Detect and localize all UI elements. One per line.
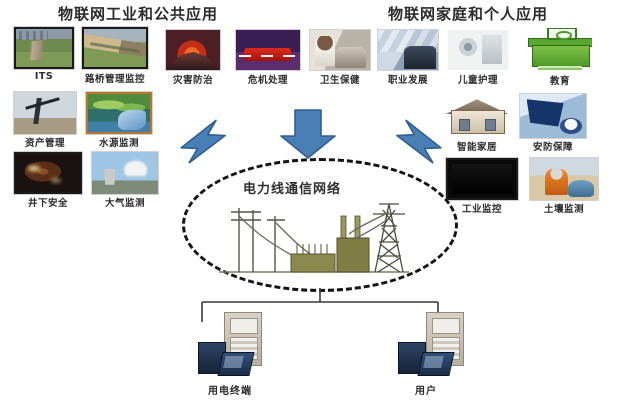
tile-child-care-label: 儿童护理 bbox=[457, 75, 499, 86]
tile-soil-monitor-label: 土壤监测 bbox=[543, 204, 585, 215]
node-power-terminal-label: 用电终端 bbox=[208, 386, 252, 397]
tile-security-protection-label: 安防保障 bbox=[532, 142, 574, 153]
tile-air-quality-monitor-image bbox=[92, 152, 158, 194]
tile-career-development[interactable]: 职业发展 bbox=[378, 30, 438, 86]
tile-crisis-management-image bbox=[236, 30, 300, 70]
node-user[interactable]: 用户 bbox=[384, 312, 480, 397]
tile-industrial-monitor-label: 工业监控 bbox=[461, 204, 503, 215]
tile-smart-home[interactable]: 智能家居 bbox=[444, 94, 510, 153]
arrow-center-into-network-icon bbox=[280, 109, 336, 159]
tile-soil-monitor[interactable]: 土壤监测 bbox=[530, 158, 598, 215]
tile-education-image bbox=[528, 28, 592, 72]
tile-crisis-management-label: 危机处理 bbox=[247, 75, 289, 86]
tile-child-care[interactable]: 儿童护理 bbox=[448, 30, 508, 86]
distribution-tree-connector bbox=[201, 288, 439, 322]
right-group-heading: 物联网家庭和个人应用 bbox=[388, 5, 549, 23]
tile-air-quality-monitor-label: 大气监测 bbox=[104, 198, 146, 209]
tile-underground-safety-label: 井下安全 bbox=[27, 198, 69, 209]
power-plant-illustration bbox=[219, 203, 409, 273]
tile-industrial-monitor[interactable]: 工业监控 bbox=[446, 158, 518, 215]
left-group-heading: 物联网工业和公共应用 bbox=[58, 5, 219, 23]
tile-healthcare-image bbox=[310, 30, 370, 70]
arrow-right-into-network-icon bbox=[396, 119, 442, 164]
tile-disaster-prevention-image bbox=[166, 30, 220, 70]
tile-healthcare[interactable]: 卫生保健 bbox=[310, 30, 370, 86]
arrow-left-into-network-icon bbox=[180, 119, 226, 164]
tile-industrial-monitor-image bbox=[446, 158, 518, 200]
tile-crisis-management[interactable]: 危机处理 bbox=[236, 30, 300, 86]
tile-soil-monitor-image bbox=[530, 158, 598, 200]
tile-its-label: ITS bbox=[34, 71, 54, 82]
tile-education[interactable]: 教育 bbox=[528, 28, 592, 87]
tile-water-source-monitor-image bbox=[86, 92, 152, 134]
tile-road-bridge-monitor-label: 路桥管理监控 bbox=[84, 74, 146, 85]
tile-disaster-prevention-label: 灾害防治 bbox=[172, 75, 214, 86]
node-power-terminal[interactable]: 用电终端 bbox=[190, 312, 286, 397]
tile-water-source-monitor-label: 水源监测 bbox=[98, 138, 140, 149]
tile-education-label: 教育 bbox=[549, 76, 571, 87]
tile-road-bridge-monitor[interactable]: 路桥管理监控 bbox=[82, 27, 148, 85]
tile-asset-management-image bbox=[14, 92, 76, 134]
tile-child-care-image bbox=[448, 30, 508, 70]
tile-underground-safety[interactable]: 井下安全 bbox=[14, 152, 82, 209]
tile-smart-home-image bbox=[444, 94, 510, 138]
tile-air-quality-monitor[interactable]: 大气监测 bbox=[92, 152, 158, 209]
tile-career-development-label: 职业发展 bbox=[387, 75, 429, 86]
tile-security-protection-image bbox=[520, 94, 586, 138]
tile-underground-safety-image bbox=[14, 152, 82, 194]
power-terminal-computer-icon bbox=[198, 342, 255, 376]
tile-water-source-monitor[interactable]: 水源监测 bbox=[86, 92, 152, 149]
tile-healthcare-label: 卫生保健 bbox=[319, 75, 361, 86]
tile-career-development-image bbox=[378, 30, 438, 70]
tile-smart-home-label: 智能家居 bbox=[456, 142, 498, 153]
tile-asset-management[interactable]: 资产管理 bbox=[14, 92, 76, 149]
user-computer-icon bbox=[398, 342, 455, 376]
tile-road-bridge-monitor-image bbox=[82, 27, 148, 69]
tile-its[interactable]: ITS bbox=[14, 27, 74, 85]
tile-security-protection[interactable]: 安防保障 bbox=[520, 94, 586, 153]
powerline-network-label: 电力线通信网络 bbox=[243, 182, 342, 197]
node-user-label: 用户 bbox=[415, 386, 437, 397]
tile-asset-management-label: 资产管理 bbox=[24, 138, 66, 149]
tile-its-image bbox=[14, 27, 74, 69]
tile-disaster-prevention[interactable]: 灾害防治 bbox=[166, 30, 220, 86]
